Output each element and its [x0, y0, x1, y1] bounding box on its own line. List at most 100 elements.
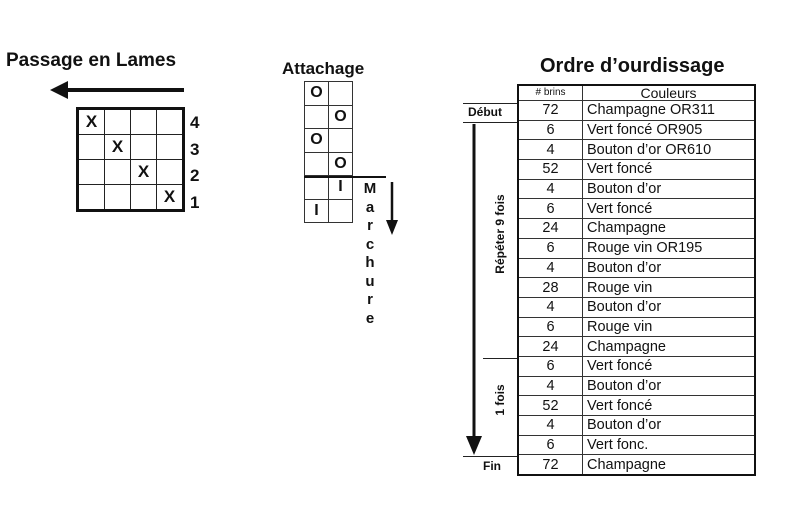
passage-grid-cell [156, 108, 184, 135]
brins-cell: 4 [517, 257, 583, 279]
brins-cell: 6 [517, 434, 583, 456]
couleur-cell: Vert fonc. [582, 434, 756, 456]
marche-letter: c [365, 235, 375, 253]
brins-cell: 6 [517, 355, 583, 377]
passage-row-number: 2 [190, 166, 200, 185]
couleur-cell: Bouton d’or [582, 296, 756, 318]
passage-grid-cell [104, 108, 131, 135]
couleur-cell: Champagne [582, 454, 756, 476]
marche-letter: r [367, 217, 373, 234]
attachage-grid-cell: O [304, 81, 329, 106]
couleur-cell: Bouton d’or [582, 415, 756, 436]
brins-cell: 72 [517, 100, 583, 121]
brins-cell: 24 [517, 336, 583, 357]
header-couleurs: Couleurs [582, 84, 756, 101]
couleur-cell: Rouge vin OR195 [582, 237, 756, 259]
debut-label: Début [468, 105, 502, 119]
once-separator-line [483, 358, 517, 359]
attachage-grid-cell [304, 104, 329, 129]
attachage-grid-cell [304, 175, 329, 200]
brins-cell: 6 [517, 198, 583, 220]
marche-letter: M [363, 180, 377, 197]
brins-cell: 28 [517, 277, 583, 298]
couleur-cell: Champagne OR311 [582, 100, 756, 121]
marche-letter: u [365, 272, 375, 290]
passage-grid-cell [130, 108, 157, 135]
debut-line [463, 103, 517, 104]
passage-grid-row: X [77, 159, 184, 185]
header-brins: # brins [517, 84, 583, 101]
brins-cell: 4 [517, 375, 583, 397]
ordre-title: Ordre d’ourdissage [540, 55, 725, 77]
arrow-down-icon [386, 182, 398, 235]
attachage-grid-cell: I [328, 175, 353, 200]
couleur-cell: Rouge vin [582, 316, 756, 338]
couleur-cell: Vert foncé [582, 395, 756, 416]
arrow-down-icon [466, 124, 482, 455]
couleur-cell: Champagne [582, 218, 756, 239]
brins-cell: 4 [517, 139, 583, 161]
couleur-cell: Vert foncé [582, 355, 756, 377]
attachage-grid-row: I [304, 175, 353, 200]
attachage-grid-row: O [304, 151, 353, 176]
attachage-divider [304, 176, 386, 178]
couleur-cell: Champagne [582, 336, 756, 357]
couleur-cell: Vert foncé OR905 [582, 119, 756, 141]
brins-cell: 6 [517, 119, 583, 141]
passage-grid-cell: X [130, 159, 157, 185]
brins-cell: 4 [517, 415, 583, 436]
attachage-grid-row: I [304, 198, 353, 223]
marche-letter: e [365, 309, 375, 327]
arrow-left-icon [50, 81, 184, 99]
passage-row-number: 1 [190, 192, 200, 212]
passage-grid-cell [77, 159, 105, 185]
attachage-grid-cell: I [304, 198, 329, 223]
passage-row-numbers: 4 3 2 1 [190, 110, 199, 216]
passage-row-number: 4 [190, 113, 200, 132]
passage-grid-row: X [77, 184, 184, 211]
passage-grid-cell: X [77, 108, 105, 135]
passage-grid-cell [104, 159, 131, 185]
passage-title: Passage en Lames [6, 50, 177, 71]
once-label: 1 fois [493, 384, 507, 416]
brins-cell: 52 [517, 395, 583, 416]
repeat-9-label: Répéter 9 fois [493, 194, 507, 274]
passage-grid-cell [156, 134, 184, 160]
passage-grid-cell [156, 159, 184, 185]
ordre-header-row: # brins Couleurs [517, 84, 756, 101]
marche-letter: a [365, 198, 375, 216]
attachage-grid-row: O [304, 104, 353, 129]
marche-letter: h [365, 254, 375, 271]
fin-line [463, 456, 517, 457]
attachage-grid-cell: O [328, 104, 353, 129]
passage-grid-cell: X [156, 184, 184, 211]
passage-row-number: 3 [190, 139, 200, 159]
attachage-title: Attachage [282, 59, 365, 78]
attachage-grid-cell [328, 81, 353, 106]
passage-grid-cell [104, 184, 131, 211]
passage-grid-cell [77, 184, 105, 211]
attachage-grid-row: O [304, 81, 353, 106]
attachage-grid-row: O [304, 128, 353, 153]
marche-letter: r [367, 291, 373, 308]
fin-label: Fin [483, 459, 501, 473]
